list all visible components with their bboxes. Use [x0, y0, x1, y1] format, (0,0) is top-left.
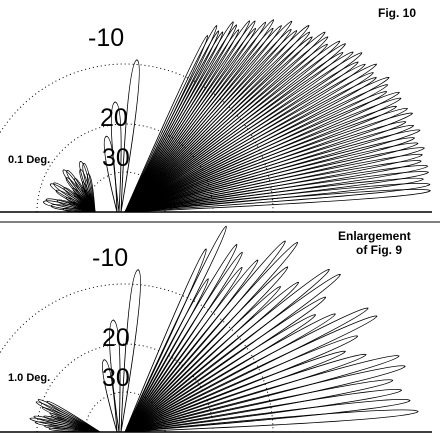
- bottom-ring-outer: [0, 283, 274, 433]
- bottom-lobe: [124, 278, 209, 433]
- bottom-lobe: [124, 307, 369, 433]
- top-cluster-lobe: [50, 204, 96, 213]
- bottom-lobe: [109, 319, 121, 433]
- bottom-lobe: [124, 365, 406, 433]
- top-ring-label-outer: -10: [88, 24, 124, 52]
- top-cluster-lobe: [49, 183, 96, 213]
- bottom-cluster-lobe: [44, 425, 101, 433]
- top-angle-label: 0.1 Deg.: [8, 154, 50, 166]
- bottom-lobe: [124, 273, 341, 433]
- bottom-ring-label-outer: -10: [92, 244, 128, 272]
- bottom-lobe: [124, 313, 336, 433]
- top-ring-middle: [36, 123, 214, 213]
- top-ring-label-inner: 30: [102, 144, 130, 172]
- top-lobe: [103, 135, 118, 213]
- bottom-lobe: [124, 335, 359, 433]
- bottom-lobe: [124, 225, 227, 433]
- top-low-angle-cluster: [43, 160, 96, 213]
- top-panel: Fig. 10 0.1 Deg. -10 20 30: [0, 6, 432, 213]
- top-lobe: [120, 59, 140, 213]
- bottom-lobe: [124, 248, 207, 433]
- bottom-lobe: [124, 388, 403, 433]
- bottom-lobe: [124, 266, 289, 433]
- bottom-lobe: [124, 266, 243, 433]
- bottom-lobe: [124, 398, 411, 433]
- bottom-lobe: [124, 379, 394, 433]
- bottom-lobe: [124, 355, 400, 433]
- bottom-lobe: [124, 240, 286, 433]
- top-ring-outer: [0, 63, 274, 213]
- top-cluster-lobe: [79, 160, 96, 213]
- bottom-ring-label-inner: 30: [102, 364, 130, 392]
- bottom-lobe: [124, 286, 281, 433]
- top-fig-label: Fig. 10: [378, 6, 416, 20]
- top-lobe: [124, 34, 208, 213]
- bottom-lobe: [124, 251, 243, 433]
- bottom-lobe: [120, 269, 141, 433]
- bottom-lobe: [124, 296, 327, 433]
- top-cluster-lobe: [43, 200, 96, 213]
- bottom-lobe: [124, 353, 367, 433]
- top-lobe: [124, 25, 218, 213]
- bottom-angle-label: 1.0 Deg.: [8, 372, 50, 384]
- bottom-lobe: [101, 359, 118, 433]
- bottom-ring-middle: [36, 343, 214, 433]
- top-ring-label-middle: 20: [100, 104, 128, 132]
- bottom-caption-line1: Enlargement: [338, 229, 411, 243]
- bottom-lobe: [124, 281, 299, 433]
- top-lobe-set: [103, 19, 431, 213]
- bottom-lobe: [124, 409, 419, 433]
- bottom-ring-label-middle: 20: [102, 324, 130, 352]
- bottom-panel: Enlargement of Fig. 9 1.0 Deg. -10 20 30: [0, 225, 432, 433]
- top-cluster-lobe: [62, 169, 96, 213]
- bottom-low-angle-cluster: [29, 399, 101, 433]
- bottom-lobe: [124, 350, 346, 433]
- bottom-lobe: [124, 269, 330, 433]
- bottom-lobe: [124, 314, 316, 433]
- bottom-lobe-set: [101, 225, 419, 433]
- bottom-caption-line2: of Fig. 9: [356, 243, 402, 257]
- bottom-lobe: [124, 315, 378, 433]
- bottom-lobe: [124, 259, 259, 433]
- bottom-lobe: [124, 241, 298, 433]
